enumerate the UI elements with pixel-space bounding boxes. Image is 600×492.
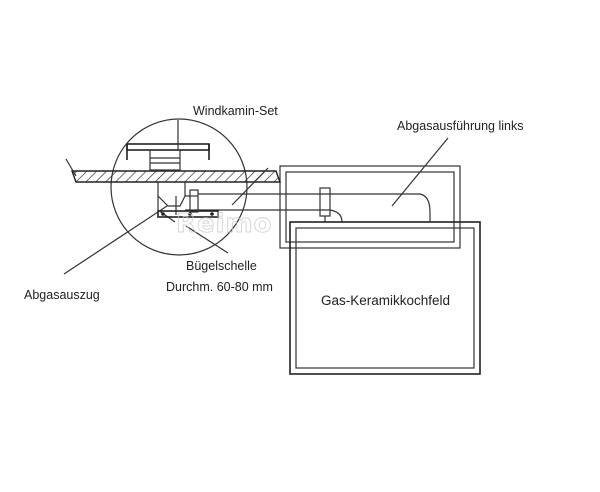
- leader-lines: [63, 120, 449, 275]
- label-windkamin: Windkamin-Set: [193, 104, 278, 118]
- wind-chimney-cap: [126, 143, 210, 171]
- label-kochfeld: Gas-Keramikkochfeld: [321, 293, 450, 308]
- label-abgasauszug: Abgasauszug: [24, 288, 100, 302]
- detail-circle: [110, 118, 248, 256]
- watermark-text: Reimo: [176, 209, 273, 239]
- chimney-pipe: [157, 182, 198, 223]
- cooktop-box: [289, 221, 481, 375]
- label-buegelschelle: Bügelschelle: [186, 259, 257, 273]
- roof-slab: [71, 170, 281, 183]
- label-abgasausfuehrung: Abgasausführung links: [397, 119, 523, 133]
- label-durchmesser: Durchm. 60-80 mm: [166, 280, 273, 294]
- exhaust-duct: [198, 187, 431, 223]
- rear-frame: [279, 165, 461, 249]
- pipe-clamp: [157, 189, 219, 218]
